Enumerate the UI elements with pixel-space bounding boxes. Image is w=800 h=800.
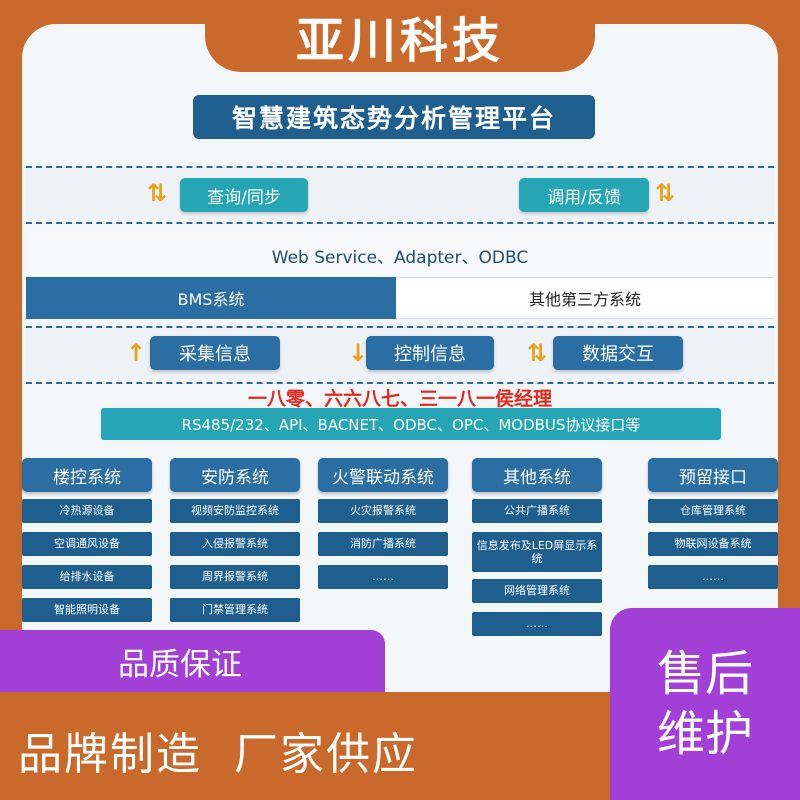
divider-dashed xyxy=(26,222,774,224)
category-header: 预留接口 xyxy=(648,458,778,492)
collect-info-box: 采集信息 xyxy=(150,336,280,370)
category-item: 周界报警系统 xyxy=(170,565,300,589)
category-item: 给排水设备 xyxy=(22,565,152,589)
divider-dashed xyxy=(26,326,774,328)
bms-system-box: BMS系统 xyxy=(26,277,396,319)
quality-text: 品质保证 xyxy=(118,646,242,683)
category-item: 智能照明设备 xyxy=(22,598,152,622)
after-sales-line2: 维护 xyxy=(656,706,753,762)
up-down-arrow-icon: ⇅ xyxy=(655,179,676,207)
after-sales-badge: 售后 维护 xyxy=(610,608,800,800)
category-item: 消防广播系统 xyxy=(318,532,448,556)
quality-banner: 品质保证 xyxy=(0,630,385,692)
category-item: 网络管理系统 xyxy=(472,579,602,603)
third-party-system-box: 其他第三方系统 xyxy=(396,277,774,319)
category-header: 安防系统 xyxy=(170,458,300,492)
category-item: 空调通风设备 xyxy=(22,532,152,556)
up-arrow-icon: ↑ xyxy=(126,339,147,367)
category-item: 视频安防监控系统 xyxy=(170,499,300,523)
category-header: 火警联动系统 xyxy=(318,458,448,492)
category-item: 冷热源设备 xyxy=(22,499,152,523)
category-item: …… xyxy=(648,565,778,589)
protocols-bottom-box: RS485/232、API、BACNET、ODBC、OPC、MODBUS协议接口… xyxy=(101,408,721,440)
brand-tab: 亚川科技 xyxy=(205,0,595,72)
brand-slogan: 品牌制造 厂家供应 xyxy=(18,729,418,780)
category-item: 门禁管理系统 xyxy=(170,598,300,622)
query-sync-box: 查询/同步 xyxy=(180,178,308,212)
category-item: 信息发布及LED屏显示系统 xyxy=(472,532,602,572)
protocols-top-text: Web Service、Adapter、ODBC xyxy=(271,247,529,268)
control-info-box: 控制信息 xyxy=(366,336,494,370)
divider-dashed xyxy=(26,166,774,168)
up-down-arrow-icon: ⇅ xyxy=(527,339,548,367)
category-item: …… xyxy=(472,612,602,636)
data-exchange-box: 数据交互 xyxy=(553,336,683,370)
divider-dashed xyxy=(26,382,774,384)
down-arrow-icon: ↓ xyxy=(348,339,369,367)
category-item: 物联网设备系统 xyxy=(648,532,778,556)
sync-band xyxy=(26,168,774,220)
category-item: 公共广播系统 xyxy=(472,499,602,523)
brand-name: 亚川科技 xyxy=(295,13,504,69)
protocol-band xyxy=(26,232,774,274)
category-header: 其他系统 xyxy=(472,458,602,492)
category-item: …… xyxy=(318,565,448,589)
category-item: 仓库管理系统 xyxy=(648,499,778,523)
contact-slogan: 一八零、六六八七、三一八一侯经理 xyxy=(247,388,552,410)
call-feedback-box: 调用/反馈 xyxy=(519,178,649,212)
category-header: 楼控系统 xyxy=(22,458,152,492)
after-sales-line1: 售后 xyxy=(656,646,753,702)
platform-title: 智慧建筑态势分析管理平台 xyxy=(193,95,595,139)
category-item: 入侵报警系统 xyxy=(170,532,300,556)
category-item: 火灾报警系统 xyxy=(318,499,448,523)
up-down-arrow-icon: ⇅ xyxy=(147,179,168,207)
